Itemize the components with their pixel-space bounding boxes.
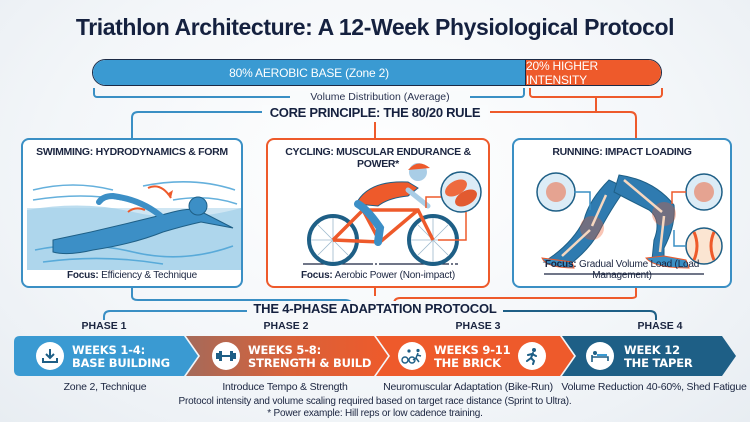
phase-arrow-row: WEEKS 1-4: BASE BUILDING WEEKS 5-8: STRE… [14,336,736,376]
phase-2-name: STRENGTH & BUILD [248,356,372,370]
phase-2-weeks: WEEKS 5-8: [248,343,321,357]
running-panel: RUNNING: IMPACT LOADING Focus: Gradual V… [512,138,732,288]
intensity-bracket [529,88,663,98]
phase-2-step: WEEKS 5-8: STRENGTH & BUILD [248,344,371,370]
runner-legs-icon [536,172,723,275]
volume-distribution-caption: Volume Distribution (Average) [290,91,470,103]
swimming-panel: SWIMMING: HYDRODYNAMICS & FORM Focus: Ef… [21,138,243,288]
phase-1-weeks: WEEKS 1-4: [72,343,145,357]
aerobic-base-segment: 80% AEROBIC BASE (Zone 2) [93,60,526,85]
phase-4-step: WEEK 12 THE TAPER [624,344,693,370]
higher-intensity-segment: 20% HIGHER INTENSITY [526,60,661,85]
volume-distribution-bar: 80% AEROBIC BASE (Zone 2) 20% HIGHER INT… [92,59,662,86]
phase-3-name: THE BRICK [434,356,501,370]
phase-4-label: PHASE 4 [637,320,683,332]
phase-2-label: PHASE 2 [263,320,309,332]
focus-value: Gradual Volume Load (Load Management) [579,259,700,281]
swimming-focus: Focus: Efficiency & Technique [23,270,241,281]
phase-3-weeks: WEEKS 9-11 [434,343,511,357]
power-footnote: * Power example: Hill reps or low cadenc… [267,408,483,419]
runner-icon [518,342,546,370]
scaling-footnote: Protocol intensity and volume scaling re… [178,396,572,407]
phase-1-desc: Zone 2, Technique [63,381,147,393]
swimmer-icon [27,181,241,270]
cycling-title: CYCLING: MUSCULAR ENDURANCE & POWER* [285,146,471,170]
focus-label: Focus: [544,259,577,270]
download-tray-icon [36,342,64,370]
cycling-focus: Focus: Aerobic Power (Non-impact) [268,270,488,281]
protocol-heading: THE 4-PHASE ADAPTATION PROTOCOL [0,301,750,316]
protocol-title-text: THE 4-PHASE ADAPTATION PROTOCOL [247,301,503,316]
phase-1-name: BASE BUILDING [72,356,170,370]
focus-value: Efficiency & Technique [101,270,198,281]
core-principle-heading: CORE PRINCIPLE: THE 80/20 RULE [262,105,488,120]
resting-bed-icon [586,342,614,370]
bike-run-icon [398,342,426,370]
focus-label: Focus: [66,270,99,281]
phase-1-step: WEEKS 1-4: BASE BUILDING [72,344,170,370]
phase-4-weeks: WEEK 12 [624,343,680,357]
phase-4-name: THE TAPER [624,356,693,370]
phase-4-desc: Volume Reduction 40-60%, Shed Fatigue [561,381,747,393]
cyclist-icon [303,163,482,266]
page-title: Triathlon Architecture: A 12-Week Physio… [75,14,675,40]
phase-3-label: PHASE 3 [455,320,501,332]
phase-1-label: PHASE 1 [81,320,127,332]
swimming-title: SWIMMING: HYDRODYNAMICS & FORM [36,146,228,158]
phase-3-desc: Neuromuscular Adaptation (Bike-Run) [383,381,553,393]
focus-value: Aerobic Power (Non-impact) [334,270,456,281]
phase-2-desc: Introduce Tempo & Strength [222,381,348,393]
focus-label: Focus: [300,270,333,281]
running-focus: Focus: Gradual Volume Load (Load Managem… [514,259,730,281]
running-title: RUNNING: IMPACT LOADING [552,146,692,158]
dumbbell-icon [212,342,240,370]
phase-3-step: WEEKS 9-11 THE BRICK [434,343,511,370]
cycling-panel: CYCLING: MUSCULAR ENDURANCE & POWER* Foc… [266,138,490,288]
